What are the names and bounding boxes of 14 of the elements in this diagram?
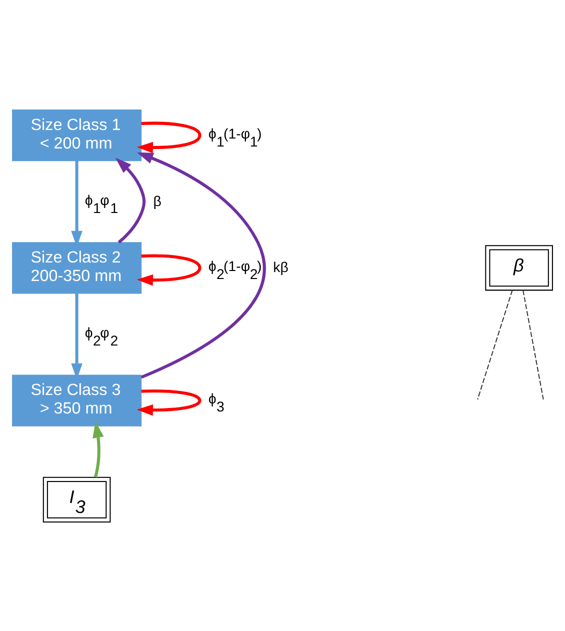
node-box: β — [485, 244, 553, 290]
arrow — [92, 421, 104, 478]
arrow — [136, 389, 202, 416]
edge-label: β — [153, 193, 162, 210]
arrow — [136, 152, 266, 378]
connector — [477, 290, 513, 400]
node-box: Size Class 1 < 200 mm — [12, 109, 142, 161]
edge-label: kβ — [273, 260, 288, 276]
arrow — [136, 121, 202, 153]
node-box: Size Class 2 200-350 mm — [12, 242, 142, 294]
connector — [522, 290, 544, 400]
arrow — [115, 157, 146, 244]
node-box: Size Class 3 > 350 mm — [12, 374, 142, 426]
arrow — [136, 254, 202, 286]
